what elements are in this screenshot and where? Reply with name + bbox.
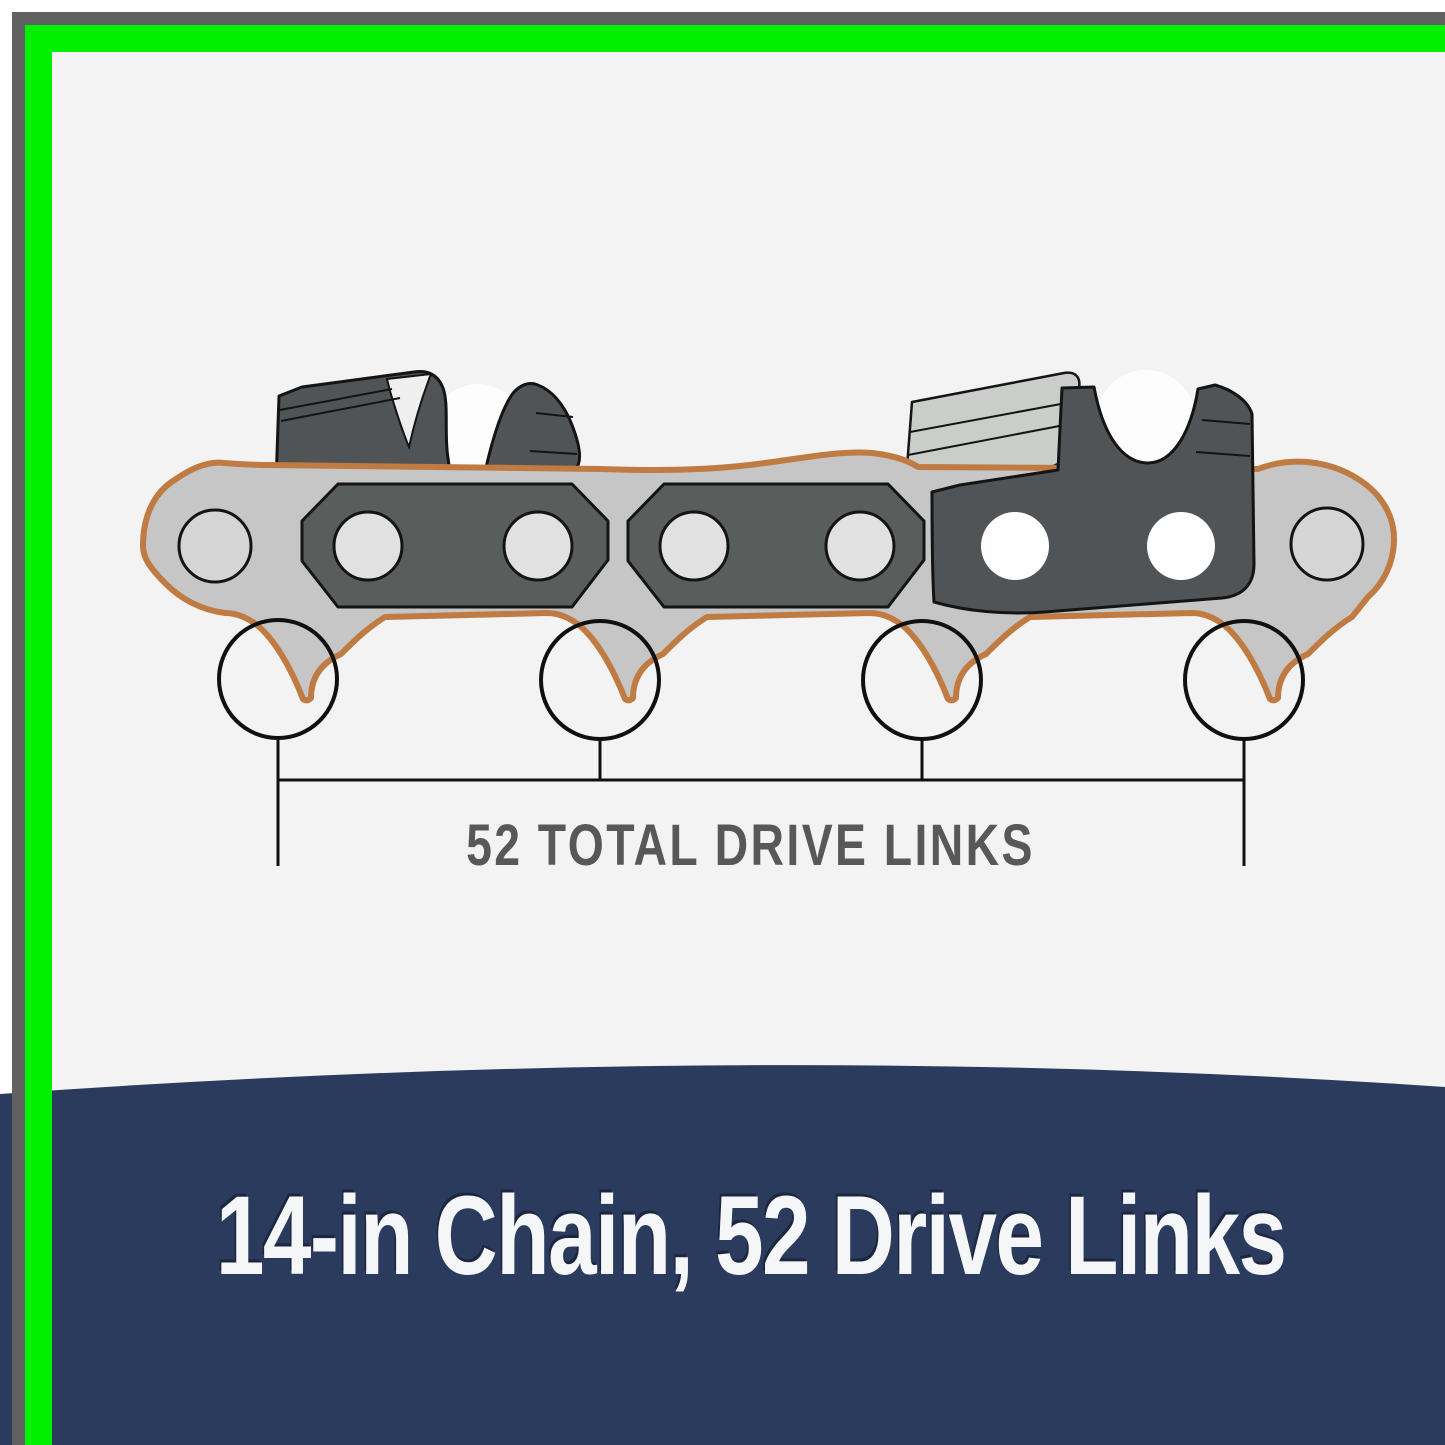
rivet-hole	[658, 510, 730, 582]
drive-link-callouts	[217, 618, 1305, 866]
frame-gray-left	[12, 12, 25, 1445]
right-cutter-gullet	[1096, 370, 1196, 470]
frame-gray-top	[12, 12, 1445, 25]
left-cutter-highlight	[385, 372, 433, 451]
rivet-hole	[1289, 506, 1365, 582]
rivet-hole	[177, 508, 253, 584]
rivet-hole	[824, 510, 896, 582]
banner-title: 14-in Chain, 52 Drive Links	[56, 1180, 1445, 1292]
drive-links-callout-label: 52 TOTAL DRIVE LINKS	[250, 817, 1250, 875]
rivet-hole	[332, 510, 404, 582]
banner-band	[0, 1065, 1445, 1445]
rivet-hole	[502, 510, 574, 582]
frame-green-top	[25, 25, 1445, 52]
frame-green-left	[25, 25, 52, 1445]
drive-links-callout-text: 52 TOTAL DRIVE LINKS	[465, 813, 1035, 878]
banner-title-text: 14-in Chain, 52 Drive Links	[215, 1173, 1287, 1298]
tie-straps	[177, 482, 1365, 609]
rivet-hole	[981, 512, 1049, 580]
rivet-hole	[1147, 512, 1215, 580]
right-cutter-body	[930, 370, 1256, 615]
